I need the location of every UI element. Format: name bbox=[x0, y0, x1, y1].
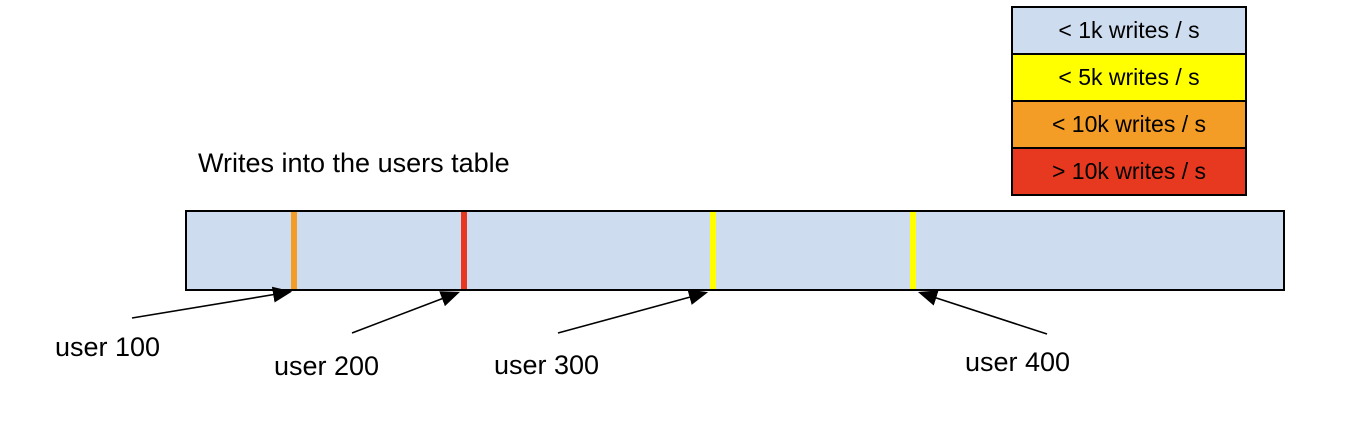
page-title: Writes into the users table bbox=[198, 148, 510, 178]
legend: < 1k writes / s < 5k writes / s < 10k wr… bbox=[1011, 6, 1247, 196]
arrow-user-100 bbox=[131, 286, 293, 319]
legend-item-lt-1k: < 1k writes / s bbox=[1013, 8, 1245, 55]
legend-item-gt-10k: > 10k writes / s bbox=[1013, 149, 1245, 194]
legend-item-lt-10k: < 10k writes / s bbox=[1013, 102, 1245, 149]
arrow-user-200 bbox=[351, 291, 460, 334]
hotspot-marker bbox=[710, 212, 717, 289]
callout-label-user-300: user 300 bbox=[494, 350, 600, 380]
arrow-user-400 bbox=[917, 290, 1048, 335]
users-table-bar bbox=[185, 210, 1285, 291]
hotspot-marker bbox=[909, 212, 916, 289]
callout-label-user-200: user 200 bbox=[274, 351, 380, 381]
callout-label-user-100: user 100 bbox=[55, 332, 161, 362]
arrow-user-300 bbox=[557, 289, 709, 334]
hotspot-marker bbox=[461, 212, 468, 289]
legend-item-lt-5k: < 5k writes / s bbox=[1013, 55, 1245, 102]
hotspot-marker bbox=[291, 212, 298, 289]
callout-label-user-400: user 400 bbox=[965, 347, 1071, 377]
